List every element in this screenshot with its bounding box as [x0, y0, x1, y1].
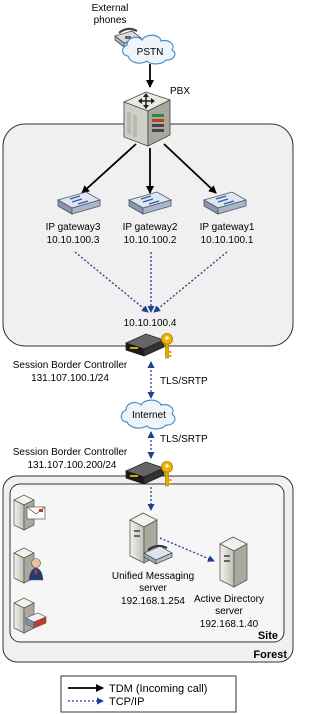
um-server-ip: 192.168.1.254	[121, 596, 185, 607]
sbc1-name: Session Border Controller	[13, 360, 128, 371]
tls-srtp-label-1: TLS/SRTP	[160, 376, 208, 387]
ip-gateway2-icon	[127, 191, 173, 215]
sbc1-ip: 131.107.100.1/24	[31, 373, 109, 384]
tcpip-um-to-ad	[159, 537, 215, 562]
external-phones-label-2: phones	[94, 15, 127, 26]
legend-box	[60, 675, 237, 713]
um-server-name-2: server	[139, 583, 167, 594]
sbc2-ip: 131.107.100.200/24	[28, 460, 117, 471]
tdm-line-gateway3	[81, 143, 137, 194]
gateway2-name: IP gateway2	[123, 222, 178, 233]
unified-messaging-topology-diagram: External phones PSTN PBX	[2, 3, 294, 713]
pbx-icon	[122, 91, 172, 147]
forest-label: Forest	[253, 649, 287, 661]
hub-transport-server-icon	[13, 597, 47, 634]
key-icon-1	[161, 333, 173, 359]
site-container	[9, 483, 285, 643]
internet-cloud: Internet	[120, 399, 176, 430]
session-border-controller-icon-2	[124, 461, 166, 485]
ip-gateway1-icon	[202, 191, 248, 215]
pbx-label: PBX	[170, 86, 190, 97]
ad-server-ip: 192.168.1.40	[200, 619, 259, 630]
unified-messaging-server-icon	[129, 512, 173, 565]
external-phones-label: External	[92, 3, 129, 14]
gateway1-ip: 10.10.100.1	[201, 235, 254, 246]
pstn-label: PSTN	[137, 47, 164, 58]
session-border-controller-icon-1	[124, 333, 166, 357]
site-label: Site	[258, 630, 278, 642]
ip-gateway3-icon	[56, 191, 102, 215]
tdm-line-gateway1	[163, 143, 217, 194]
pstn-cloud: PSTN	[122, 34, 176, 65]
legend-tdm-label: TDM (Incoming call)	[109, 683, 207, 695]
legend: TDM (Incoming call) TCP/IP	[60, 675, 237, 713]
sbc2-name: Session Border Controller	[13, 447, 128, 458]
um-server-name-1: Unified Messaging	[112, 571, 194, 582]
tls-srtp-label-2: TLS/SRTP	[160, 434, 208, 445]
gateway1-name: IP gateway1	[200, 222, 255, 233]
ad-server-name-2: server	[215, 606, 243, 617]
mailbox-server-icon	[13, 494, 46, 531]
legend-tcpip-label: TCP/IP	[109, 696, 144, 708]
gateway3-name: IP gateway3	[46, 222, 101, 233]
active-directory-server-icon	[219, 536, 248, 588]
gateway2-ip: 10.10.100.2	[124, 235, 177, 246]
gateway3-ip: 10.10.100.3	[47, 235, 100, 246]
internet-label: Internet	[132, 410, 166, 421]
client-access-server-icon	[13, 547, 44, 584]
ad-server-name-1: Active Directory	[194, 594, 264, 605]
upper-sbc-ip: 10.10.100.4	[124, 318, 177, 329]
key-icon-2	[161, 461, 173, 487]
